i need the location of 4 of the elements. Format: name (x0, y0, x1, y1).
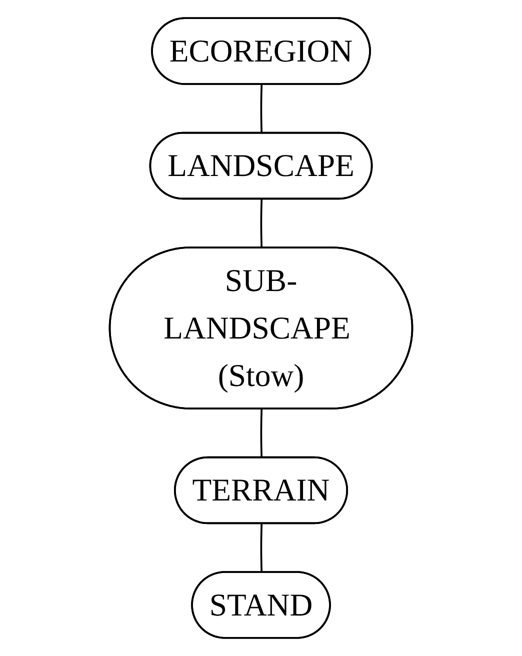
connector (260, 199, 263, 248)
connector (260, 84, 263, 134)
connector (260, 409, 263, 458)
connector (260, 524, 263, 573)
